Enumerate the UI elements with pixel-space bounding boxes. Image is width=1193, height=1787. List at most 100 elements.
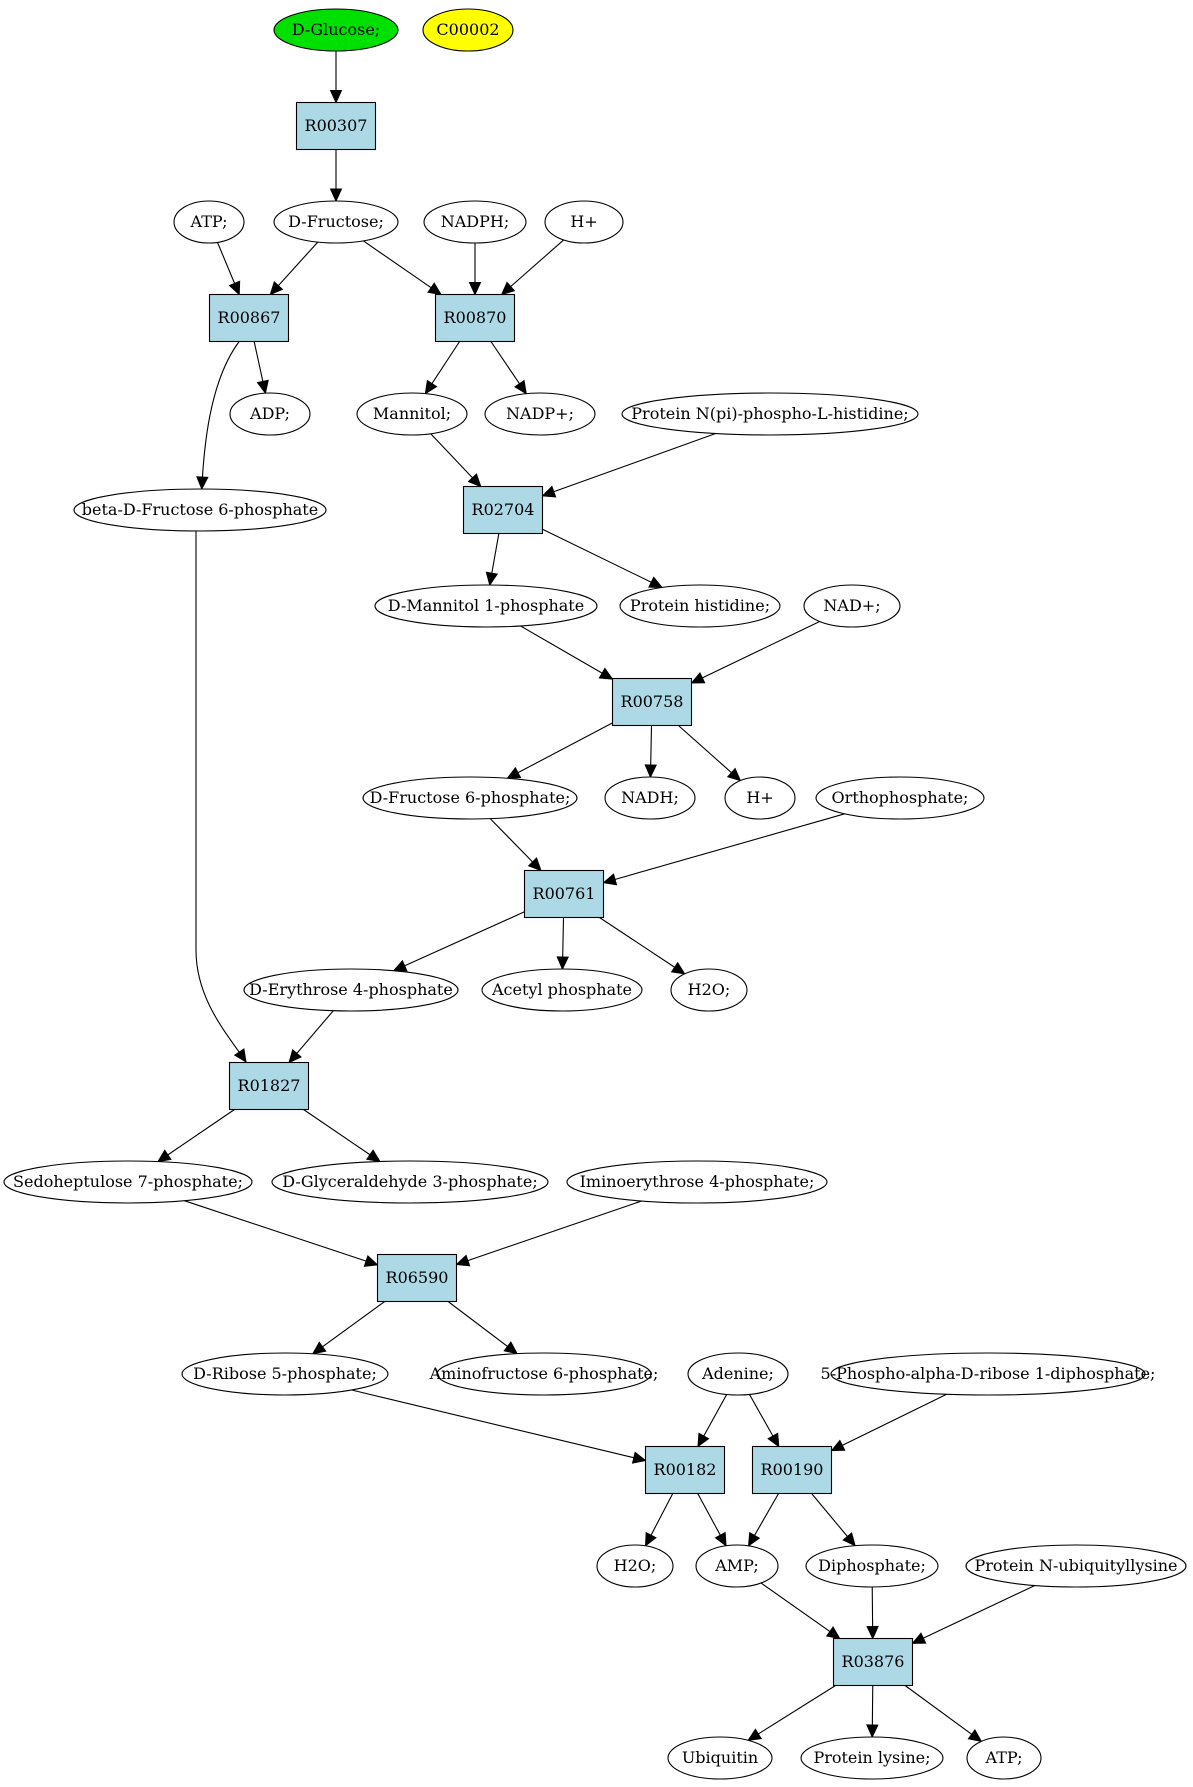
reaction-label: R00870 — [444, 308, 507, 327]
edge-R06590-to-af6p — [447, 1301, 510, 1349]
compound-label: Iminoerythrose 4-phosphate; — [580, 1172, 815, 1191]
edge-arrowhead-R06590-to-dr5p — [311, 1341, 327, 1355]
edge-arrowhead-R00870-to-nadpplus — [514, 379, 527, 395]
compound-node-h2[interactable]: H+ — [724, 776, 796, 820]
compound-label: Aminofructose 6-phosphate; — [429, 1364, 659, 1383]
compound-label: 5-Phospho-alpha-D-ribose 1-diphosphate; — [821, 1364, 1156, 1383]
compound-ellipse — [800, 1736, 944, 1780]
edge-h1-to-R00870 — [508, 239, 565, 289]
reaction-box — [832, 1637, 914, 1687]
compound-node-amp[interactable]: AMP; — [695, 1544, 779, 1588]
compound-node-acetylphos[interactable]: Acetyl phosphate — [481, 968, 643, 1012]
edge-arrowhead-R00307-to-fructose — [329, 188, 343, 203]
edge-R00758-to-df6p — [515, 722, 613, 775]
edge-arrowhead-df6p-to-R00761 — [527, 857, 542, 872]
reaction-node-R00870[interactable]: R00870 — [434, 293, 516, 343]
edge-fructose-to-R00867 — [276, 241, 319, 288]
reaction-node-R02704[interactable]: R02704 — [462, 485, 544, 535]
compound-node-h2o1[interactable]: H2O; — [670, 968, 748, 1012]
compound-label: Diphosphate; — [818, 1556, 926, 1575]
reaction-node-R00190[interactable]: R00190 — [751, 1445, 833, 1495]
compound-label: Protein lysine; — [813, 1748, 930, 1767]
edge-mannitol-to-R02704 — [430, 433, 475, 480]
compound-node-g3p[interactable]: D-Glyceraldehyde 3-phosphate; — [271, 1160, 549, 1204]
edge-R00761-to-h2o1 — [599, 917, 677, 969]
edge-arrowhead-R02704-to-dm1p — [485, 571, 499, 587]
reaction-node-R00307[interactable]: R00307 — [295, 101, 377, 151]
edge-arrowhead-R00190-to-diphosphate — [842, 1532, 856, 1547]
compound-node-nadplus[interactable]: NAD+; — [803, 584, 901, 628]
edge-R00870-to-nadpplus — [490, 341, 522, 386]
edge-protubq-to-R03876 — [921, 1584, 1036, 1640]
compound-node-bdf6p[interactable]: beta-D-Fructose 6-phosphate — [73, 488, 327, 532]
compound-node-diphosphate[interactable]: Diphosphate; — [805, 1544, 939, 1588]
reaction-node-R00761[interactable]: R00761 — [523, 869, 605, 919]
edge-arrowhead-R01827-to-s7p — [156, 1149, 172, 1163]
compound-node-dm1p[interactable]: D-Mannitol 1-phosphate — [374, 584, 598, 628]
compound-label: NADH; — [621, 788, 679, 807]
compound-node-orthophosphate[interactable]: Orthophosphate; — [815, 776, 985, 820]
compound-node-atp2[interactable]: ATP; — [966, 1736, 1042, 1780]
compound-ellipse — [596, 1544, 674, 1588]
compound-node-fructose[interactable]: D-Fructose; — [273, 200, 399, 244]
compound-node-prpp[interactable]: 5-Phospho-alpha-D-ribose 1-diphosphate; — [821, 1352, 1156, 1396]
compound-node-s7p[interactable]: Sedoheptulose 7-phosphate; — [3, 1160, 253, 1204]
compound-node-protlys[interactable]: Protein lysine; — [800, 1736, 944, 1780]
reaction-node-R03876[interactable]: R03876 — [832, 1637, 914, 1687]
compound-label: NAD+; — [823, 596, 880, 615]
reaction-box — [295, 101, 377, 151]
compound-node-protubq[interactable]: Protein N-ubiquityllysine — [965, 1544, 1187, 1588]
compound-label: D-Glyceraldehyde 3-phosphate; — [282, 1172, 537, 1191]
compound-ellipse — [619, 584, 781, 628]
edge-df6p-to-R00761 — [489, 818, 535, 864]
compound-node-adp[interactable]: ADP; — [229, 392, 311, 436]
edge-R00761-to-acetylphos — [562, 917, 565, 960]
compound-node-dr5p[interactable]: D-Ribose 5-phosphate; — [181, 1352, 389, 1396]
reaction-node-R00758[interactable]: R00758 — [611, 677, 693, 727]
compound-ellipse — [436, 1352, 652, 1396]
edge-R00190-to-diphosphate — [811, 1493, 850, 1539]
reaction-node-R00182[interactable]: R00182 — [644, 1445, 726, 1495]
compound-label: ATP; — [190, 212, 228, 231]
compound-node-h2o2[interactable]: H2O; — [596, 1544, 674, 1588]
compound-label: Sedoheptulose 7-phosphate; — [13, 1172, 243, 1191]
compound-node-c00002[interactable]: C00002 — [422, 8, 514, 52]
compound-node-glucose[interactable]: D-Glucose; — [273, 8, 399, 52]
reaction-box — [208, 293, 290, 343]
compound-node-nadph[interactable]: NADPH; — [423, 200, 527, 244]
compound-ellipse — [481, 968, 643, 1012]
edge-R00867-to-bdf6p — [201, 341, 240, 490]
compound-label: Ubiquitin — [682, 1748, 758, 1767]
compound-node-ie4p[interactable]: Iminoerythrose 4-phosphate; — [566, 1160, 828, 1204]
compound-node-atp1[interactable]: ATP; — [173, 200, 245, 244]
compound-node-protphoshis[interactable]: Protein N(pi)-phospho-L-histidine; — [621, 392, 919, 436]
compound-ellipse — [273, 200, 399, 244]
compound-node-h1[interactable]: H+ — [544, 200, 624, 244]
compound-node-prothis[interactable]: Protein histidine; — [619, 584, 781, 628]
compound-node-de4p[interactable]: D-Erythrose 4-phosphate — [243, 968, 459, 1012]
edge-fructose-to-R00870 — [362, 240, 434, 290]
compound-node-nadh[interactable]: NADH; — [604, 776, 696, 820]
reaction-node-R06590[interactable]: R06590 — [376, 1253, 458, 1303]
reaction-node-R00867[interactable]: R00867 — [208, 293, 290, 343]
edge-arrowhead-adenine-to-R00190 — [767, 1432, 780, 1448]
compound-node-mannitol[interactable]: Mannitol; — [356, 392, 468, 436]
compound-node-ubiquitin[interactable]: Ubiquitin — [667, 1736, 773, 1780]
compound-label: D-Glucose; — [292, 20, 380, 39]
compound-ellipse — [484, 392, 596, 436]
compound-node-adenine[interactable]: Adenine; — [687, 1352, 789, 1396]
compound-label: Protein N(pi)-phospho-L-histidine; — [631, 404, 908, 423]
edge-protphoshis-to-R02704 — [551, 433, 716, 493]
compound-ellipse — [544, 200, 624, 244]
compound-node-df6p[interactable]: D-Fructose 6-phosphate; — [362, 776, 578, 820]
edge-dr5p-to-R00182 — [351, 1389, 636, 1459]
reaction-node-R01827[interactable]: R01827 — [228, 1061, 310, 1111]
edge-R00867-to-adp — [253, 341, 264, 384]
edge-R00870-to-mannitol — [430, 341, 461, 386]
edge-arrowhead-R06590-to-af6p — [503, 1341, 519, 1355]
compound-node-nadpplus[interactable]: NADP+; — [484, 392, 596, 436]
compound-ellipse — [830, 1352, 1146, 1396]
compound-node-af6p[interactable]: Aminofructose 6-phosphate; — [429, 1352, 659, 1396]
reaction-label: R00182 — [654, 1460, 717, 1479]
